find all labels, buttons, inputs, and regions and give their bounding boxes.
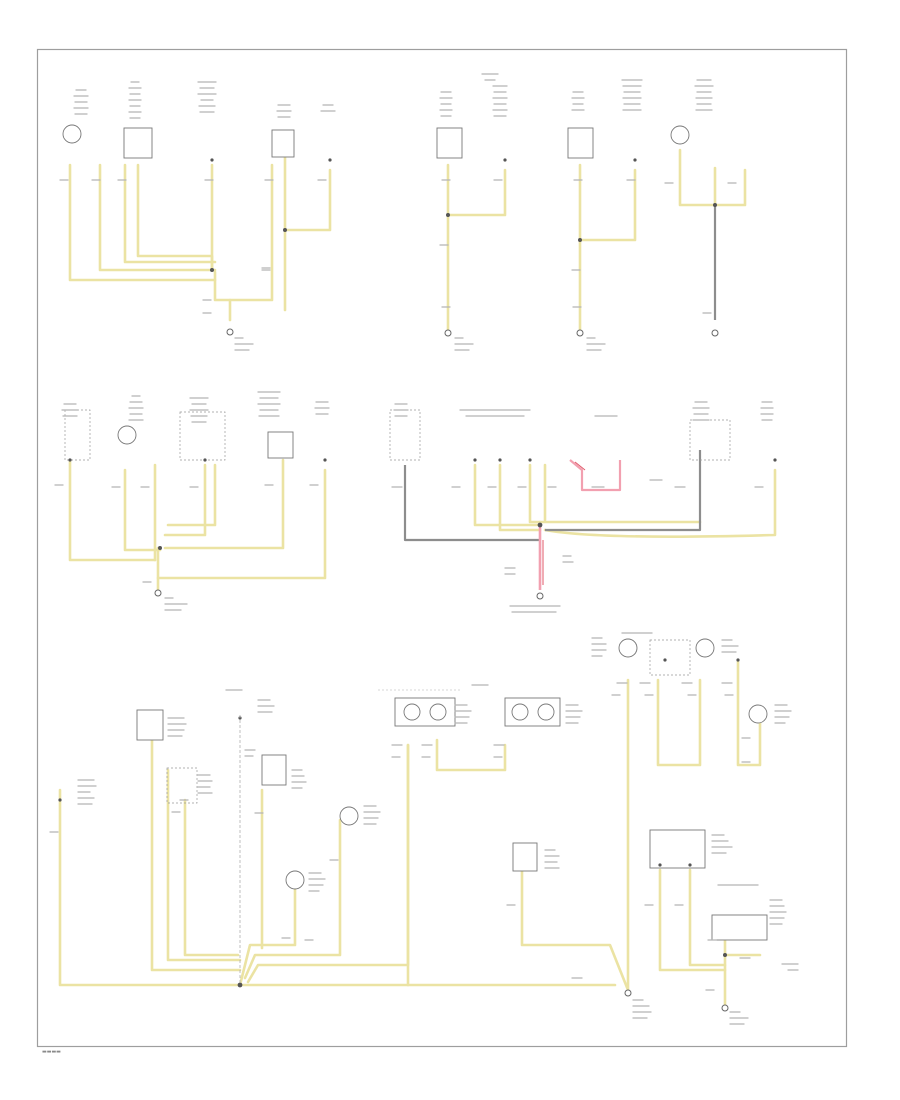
connector-icon xyxy=(58,798,62,802)
ground-point-icon xyxy=(624,989,632,997)
switch-box-icon xyxy=(649,829,706,869)
connector-icon xyxy=(688,863,692,867)
connector-icon xyxy=(323,458,327,462)
ground-point-icon xyxy=(154,589,162,597)
footer-code: ▬▬▬▬ xyxy=(42,1049,61,1055)
diagram-border xyxy=(36,48,848,1048)
ground-point-icon xyxy=(576,329,584,337)
wires-gray xyxy=(403,205,717,542)
components xyxy=(62,124,768,941)
switch-box-icon xyxy=(123,127,153,159)
bulb-icon xyxy=(62,124,82,144)
bulb-icon xyxy=(618,638,638,658)
wires-pink xyxy=(538,459,622,590)
switch-box-icon xyxy=(136,709,164,741)
connector-icon xyxy=(68,458,72,462)
connectors xyxy=(58,158,777,867)
ground-point-icon xyxy=(226,328,234,336)
ground-point-icon xyxy=(444,329,452,337)
ground-point-icon xyxy=(536,592,544,600)
switch-box-icon xyxy=(261,754,287,786)
ground-point-icon xyxy=(711,329,719,337)
switch-box-icon xyxy=(436,127,463,159)
connector-icon xyxy=(328,158,332,162)
switch-box-icon xyxy=(267,431,294,459)
ground-points xyxy=(154,328,729,1012)
connector-icon xyxy=(473,458,477,462)
label-marks xyxy=(49,73,799,1025)
connector-icon xyxy=(528,458,532,462)
switch-box-icon xyxy=(271,129,295,158)
connector-icon xyxy=(658,863,662,867)
bulb-icon xyxy=(117,425,137,445)
connector-icon xyxy=(773,458,777,462)
wires-yellow xyxy=(58,148,777,1007)
bulb-icon xyxy=(339,806,359,826)
ground-point-icon xyxy=(721,1004,729,1012)
bulb-icon xyxy=(670,125,690,145)
switch-box-icon xyxy=(512,842,538,872)
connector-icon xyxy=(736,658,740,662)
connector-icon xyxy=(203,458,207,462)
splices xyxy=(158,203,727,988)
connector-icon xyxy=(633,158,637,162)
connector-icon xyxy=(663,658,667,662)
switch-box-icon xyxy=(711,914,768,941)
bulb-icon xyxy=(748,704,768,724)
connector-icon xyxy=(210,158,214,162)
connector-icon xyxy=(498,458,502,462)
bulb-icon xyxy=(695,638,715,658)
switch-box-icon xyxy=(567,127,594,159)
dashed-outlines xyxy=(64,409,731,804)
connector-icon xyxy=(503,158,507,162)
bulb-icon xyxy=(285,870,305,890)
